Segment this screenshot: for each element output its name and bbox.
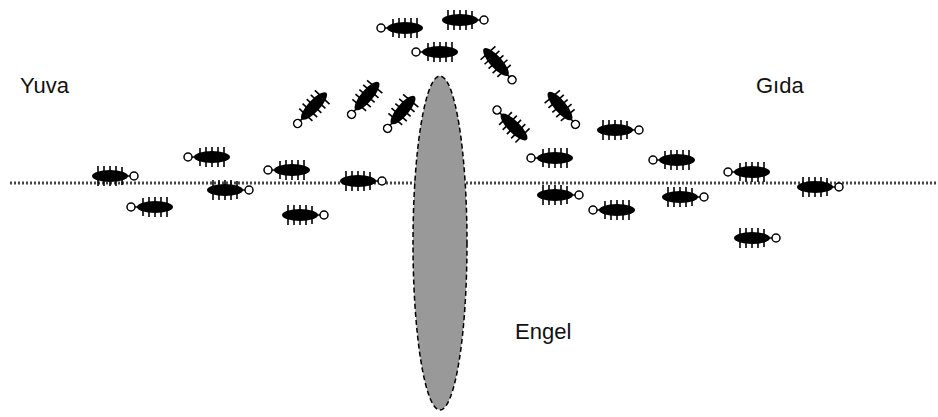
ant xyxy=(487,100,534,147)
region-label: Yuva xyxy=(20,74,69,98)
ant xyxy=(207,180,253,200)
ant xyxy=(662,187,708,207)
ant xyxy=(377,18,423,38)
ant xyxy=(288,86,334,133)
obstacle xyxy=(413,76,467,410)
ant xyxy=(341,76,386,124)
region-label: Gıda xyxy=(756,74,804,98)
ant xyxy=(92,166,138,186)
ant xyxy=(477,42,523,90)
ant xyxy=(797,177,843,197)
ant xyxy=(649,150,695,170)
ant xyxy=(589,200,635,220)
ant xyxy=(734,228,780,248)
ant xyxy=(264,160,310,180)
region-label: Engel xyxy=(515,320,571,344)
ant xyxy=(537,185,583,205)
ant xyxy=(541,86,586,134)
ants xyxy=(92,10,843,248)
ant xyxy=(340,171,386,191)
ant xyxy=(442,10,488,30)
ant xyxy=(527,148,573,168)
ant xyxy=(597,120,643,140)
ant xyxy=(412,42,458,62)
ant xyxy=(127,197,173,217)
ant xyxy=(724,162,770,182)
pheromone-trail xyxy=(10,182,938,185)
ant xyxy=(282,205,328,225)
ant xyxy=(184,147,230,167)
ant xyxy=(377,90,422,138)
